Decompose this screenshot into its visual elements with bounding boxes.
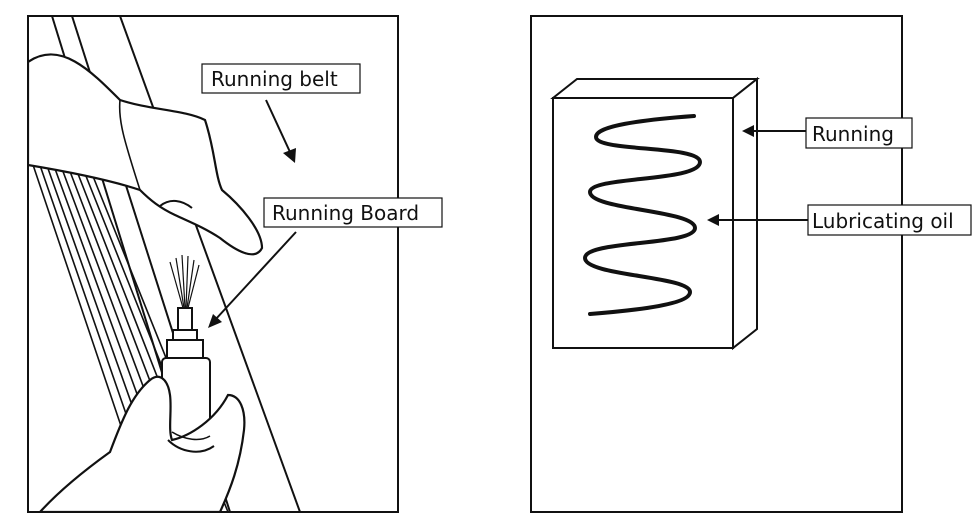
running-board-label: Running Board <box>272 201 419 225</box>
lubricating-oil-zigzag <box>582 114 703 316</box>
lubricating-oil-label: Lubricating oil <box>812 209 954 233</box>
arrow-icon <box>214 231 297 321</box>
arrow-icon <box>283 148 296 163</box>
block-front-face <box>552 97 734 349</box>
arrow-icon <box>265 99 291 153</box>
arrow-icon <box>208 314 222 328</box>
hand-icon <box>38 375 246 512</box>
arrow-icon <box>742 125 754 137</box>
running-belt-label: Running belt <box>211 67 338 91</box>
running-belt-label-box <box>201 63 361 94</box>
block-top-face <box>550 78 760 99</box>
block-side-face <box>732 76 758 351</box>
running-board-block <box>550 76 760 351</box>
lubricating-oil-callout: Lubricating oil <box>707 204 972 236</box>
lubricating-oil-label-box <box>807 204 972 236</box>
left-panel: Running belt Running Board <box>27 15 443 513</box>
running-label-box <box>805 117 913 149</box>
running-board-label-box <box>263 197 443 228</box>
running-callout: Running <box>742 117 913 149</box>
running-belt-callout: Running belt <box>201 63 361 163</box>
right-panel: Running Lubricating oil <box>530 15 972 513</box>
hand-icon <box>28 53 264 256</box>
running-board-callout: Running Board <box>208 197 443 328</box>
running-label: Running <box>812 122 894 146</box>
arrow-icon <box>707 214 719 226</box>
oil-spray <box>169 254 200 309</box>
